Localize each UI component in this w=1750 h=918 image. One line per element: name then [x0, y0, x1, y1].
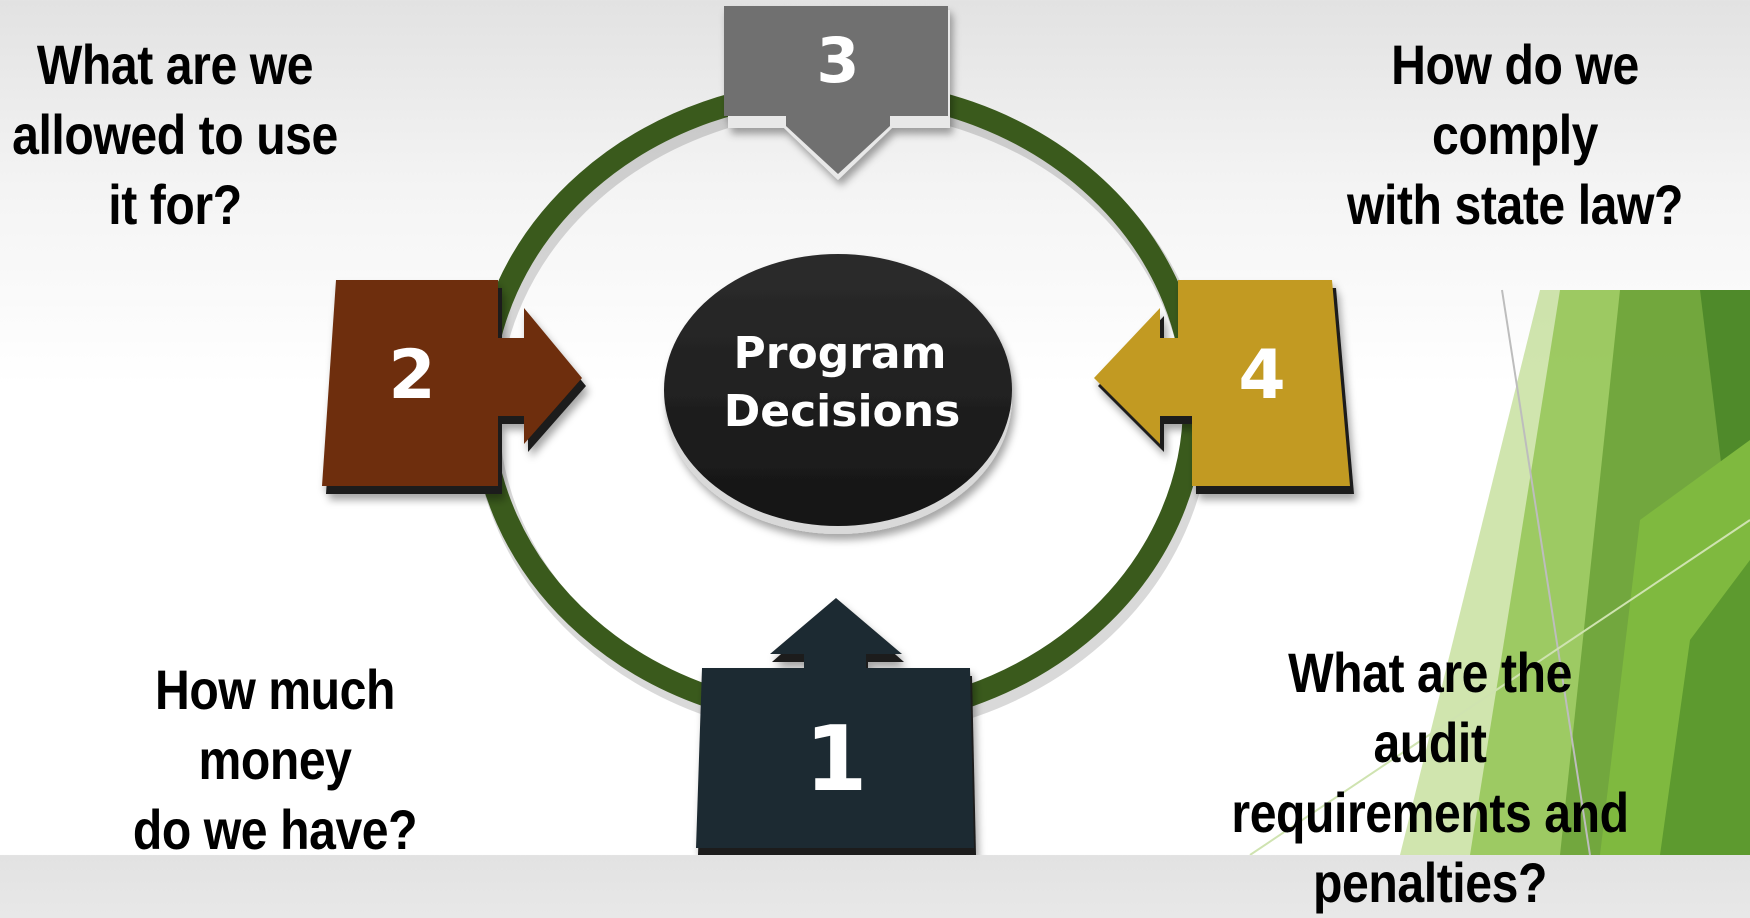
- step-1-block: [696, 598, 976, 855]
- center-label-line2: Decisions: [724, 386, 961, 437]
- step-3-block: [724, 6, 950, 180]
- center-label-line1: Program: [734, 328, 947, 379]
- step-2-number: 2: [388, 336, 435, 415]
- step-2-block: [322, 280, 586, 494]
- question-step-4: What are the audit requirements and pena…: [1231, 641, 1629, 914]
- step-3-number: 3: [816, 24, 859, 97]
- step-4-block: [1094, 280, 1354, 494]
- question-step-2: What are we allowed to use it for?: [12, 33, 338, 236]
- center-disc: [664, 254, 1012, 534]
- question-step-3: How do we comply with state law?: [1346, 33, 1684, 236]
- step-4-number: 4: [1238, 336, 1285, 415]
- step-1-number: 1: [805, 707, 868, 812]
- decorative-green-facets: [1249, 289, 1750, 855]
- question-step-1: How much money do we have?: [132, 658, 418, 861]
- cycle-diagram: Program Decisions 3 2 4 1: [322, 6, 1750, 855]
